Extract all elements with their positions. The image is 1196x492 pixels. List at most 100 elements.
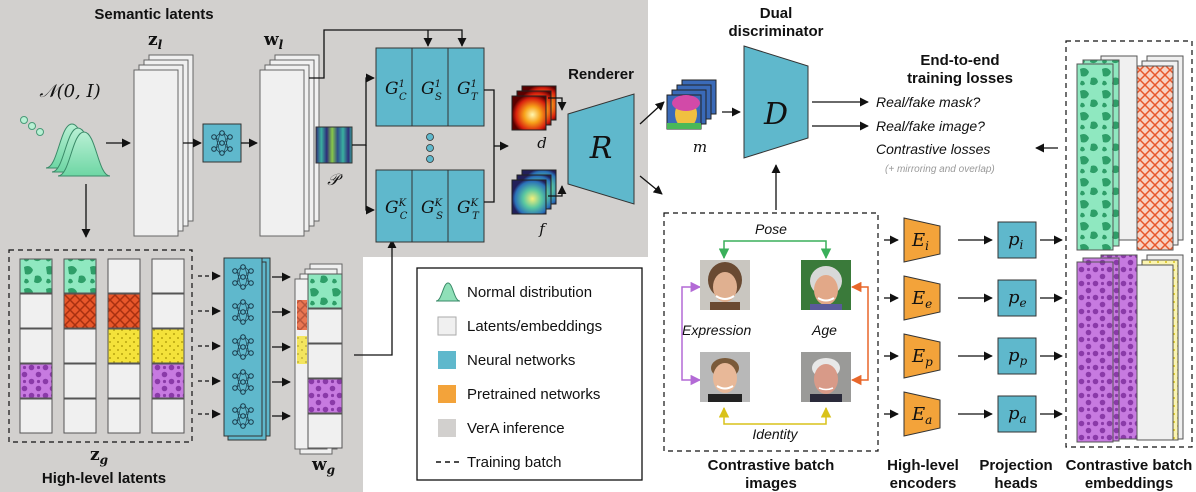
encoder-block-i xyxy=(903,217,941,263)
dual-disc-title-1: Dual xyxy=(760,5,793,22)
mapping-network-stack xyxy=(223,257,271,441)
legend-label: Pretrained networks xyxy=(467,386,600,403)
w-l-latent-stack xyxy=(259,54,320,237)
loss-note: (+ mirroring and overlap) xyxy=(885,164,995,175)
legend-label: VerA inference xyxy=(467,420,565,437)
high-level-latents-title: High-level latents xyxy=(42,470,166,487)
identity-arrow xyxy=(718,406,832,425)
heads-title-1: Projection xyxy=(979,457,1052,474)
z-g-latent-columns xyxy=(19,258,185,434)
embedding-stack-bottom xyxy=(1076,254,1184,443)
d-label: d xyxy=(537,134,547,152)
encoder-label-p: Ep xyxy=(911,346,933,369)
expression-arrow xyxy=(681,281,702,386)
age-arrow xyxy=(850,281,869,386)
embeddings-title-1: Contrastive batch xyxy=(1066,457,1193,474)
semantic-latents-title: Semantic latents xyxy=(94,6,213,23)
encoder-block-a xyxy=(903,391,941,437)
projection-head-i xyxy=(997,221,1037,259)
latent-box-icon xyxy=(437,316,457,336)
zg-training-batch-box xyxy=(8,249,193,443)
identity-label: Identity xyxy=(752,426,798,442)
w-g-latent-stack xyxy=(294,263,343,455)
w-g-label: wg xyxy=(311,455,335,477)
neural-network-icon xyxy=(438,351,456,369)
embedding-stack-top xyxy=(1076,55,1184,251)
dual-disc-title-2: discriminator xyxy=(728,23,823,40)
depth-map-stack-d xyxy=(511,85,557,131)
arrows-zg-to-mapping xyxy=(198,271,221,419)
discriminator-d-label: D xyxy=(763,97,788,132)
legend-label: Neural networks xyxy=(467,352,575,369)
face-image-older-man xyxy=(801,352,851,402)
arrow-wl-to-generators xyxy=(309,29,467,79)
encoders-title-2: encoders xyxy=(890,475,957,492)
contrastive-images-title-1: Contrastive batch xyxy=(708,457,835,474)
z-g-label: zg xyxy=(90,445,108,467)
e2e-title-1: End-to-end xyxy=(920,52,999,69)
f-label: f xyxy=(538,220,547,238)
encoder-label-a: Ea xyxy=(911,404,932,427)
pose-label: Pose xyxy=(755,221,787,237)
legend-box xyxy=(416,267,643,481)
m-label: m xyxy=(693,138,707,156)
contrastive-images-title-2: images xyxy=(745,475,797,492)
normal-dist-label: 𝒩(0, I) xyxy=(39,81,100,102)
pose-arrow xyxy=(718,240,832,260)
z-l-label: zl xyxy=(148,30,163,52)
plane-p xyxy=(315,126,353,164)
head-label-p: pp xyxy=(1008,345,1028,368)
heads-title-2: heads xyxy=(994,475,1037,492)
arrow-p-to-gen-top xyxy=(352,73,375,146)
head-label-i: pi xyxy=(1008,229,1024,252)
w-l-label: wl xyxy=(263,30,284,52)
feature-map-stack-f xyxy=(511,169,557,215)
arrows-mapping-to-wg xyxy=(272,272,291,421)
arrow-p-to-gen-bot xyxy=(365,145,375,215)
head-label-e: pe xyxy=(1008,287,1027,310)
expression-label: Expression xyxy=(682,322,751,338)
e2e-title-2: training losses xyxy=(907,70,1013,87)
inference-box-icon xyxy=(438,419,456,437)
renderer-title: Renderer xyxy=(568,66,634,83)
contrastive-images-box xyxy=(663,212,879,452)
rendered-image-stack-m xyxy=(666,79,717,130)
projection-head-p xyxy=(997,337,1037,375)
generator-top xyxy=(375,47,485,127)
arrow-renderer-to-disc xyxy=(639,175,663,195)
encoder-block-p xyxy=(903,333,941,379)
face-image-young-man xyxy=(700,352,750,402)
encoders-title-1: High-level xyxy=(887,457,959,474)
pretrained-network-icon xyxy=(438,385,456,403)
loss-image: Real/fake image? xyxy=(876,118,985,134)
legend-label: Normal distribution xyxy=(467,284,592,301)
encoder-label-i: Ei xyxy=(911,230,929,253)
renderer-r-label: R xyxy=(589,131,613,166)
age-label: Age xyxy=(811,322,837,338)
generator-bottom xyxy=(375,169,485,243)
z-l-latent-stack xyxy=(133,54,194,237)
normal-distribution-icon xyxy=(435,282,461,302)
normal-distribution-icon xyxy=(20,116,111,177)
generator-ellipsis xyxy=(426,133,434,163)
projection-head-e xyxy=(997,279,1037,317)
legend-label: Latents/embeddings xyxy=(467,318,602,335)
face-image-young-woman xyxy=(700,260,750,310)
contrastive-embeddings-box xyxy=(1065,40,1193,448)
arrow-wg-to-gen xyxy=(354,239,397,356)
legend-label: Training batch xyxy=(467,454,562,471)
mapping-network-top xyxy=(202,123,242,163)
face-image-older-woman xyxy=(801,260,851,310)
loss-contrastive: Contrastive losses xyxy=(876,141,990,157)
encoder-label-e: Ee xyxy=(911,288,932,311)
discriminator-block xyxy=(743,45,809,159)
projection-head-a xyxy=(997,395,1037,433)
loss-mask: Real/fake mask? xyxy=(876,94,980,110)
